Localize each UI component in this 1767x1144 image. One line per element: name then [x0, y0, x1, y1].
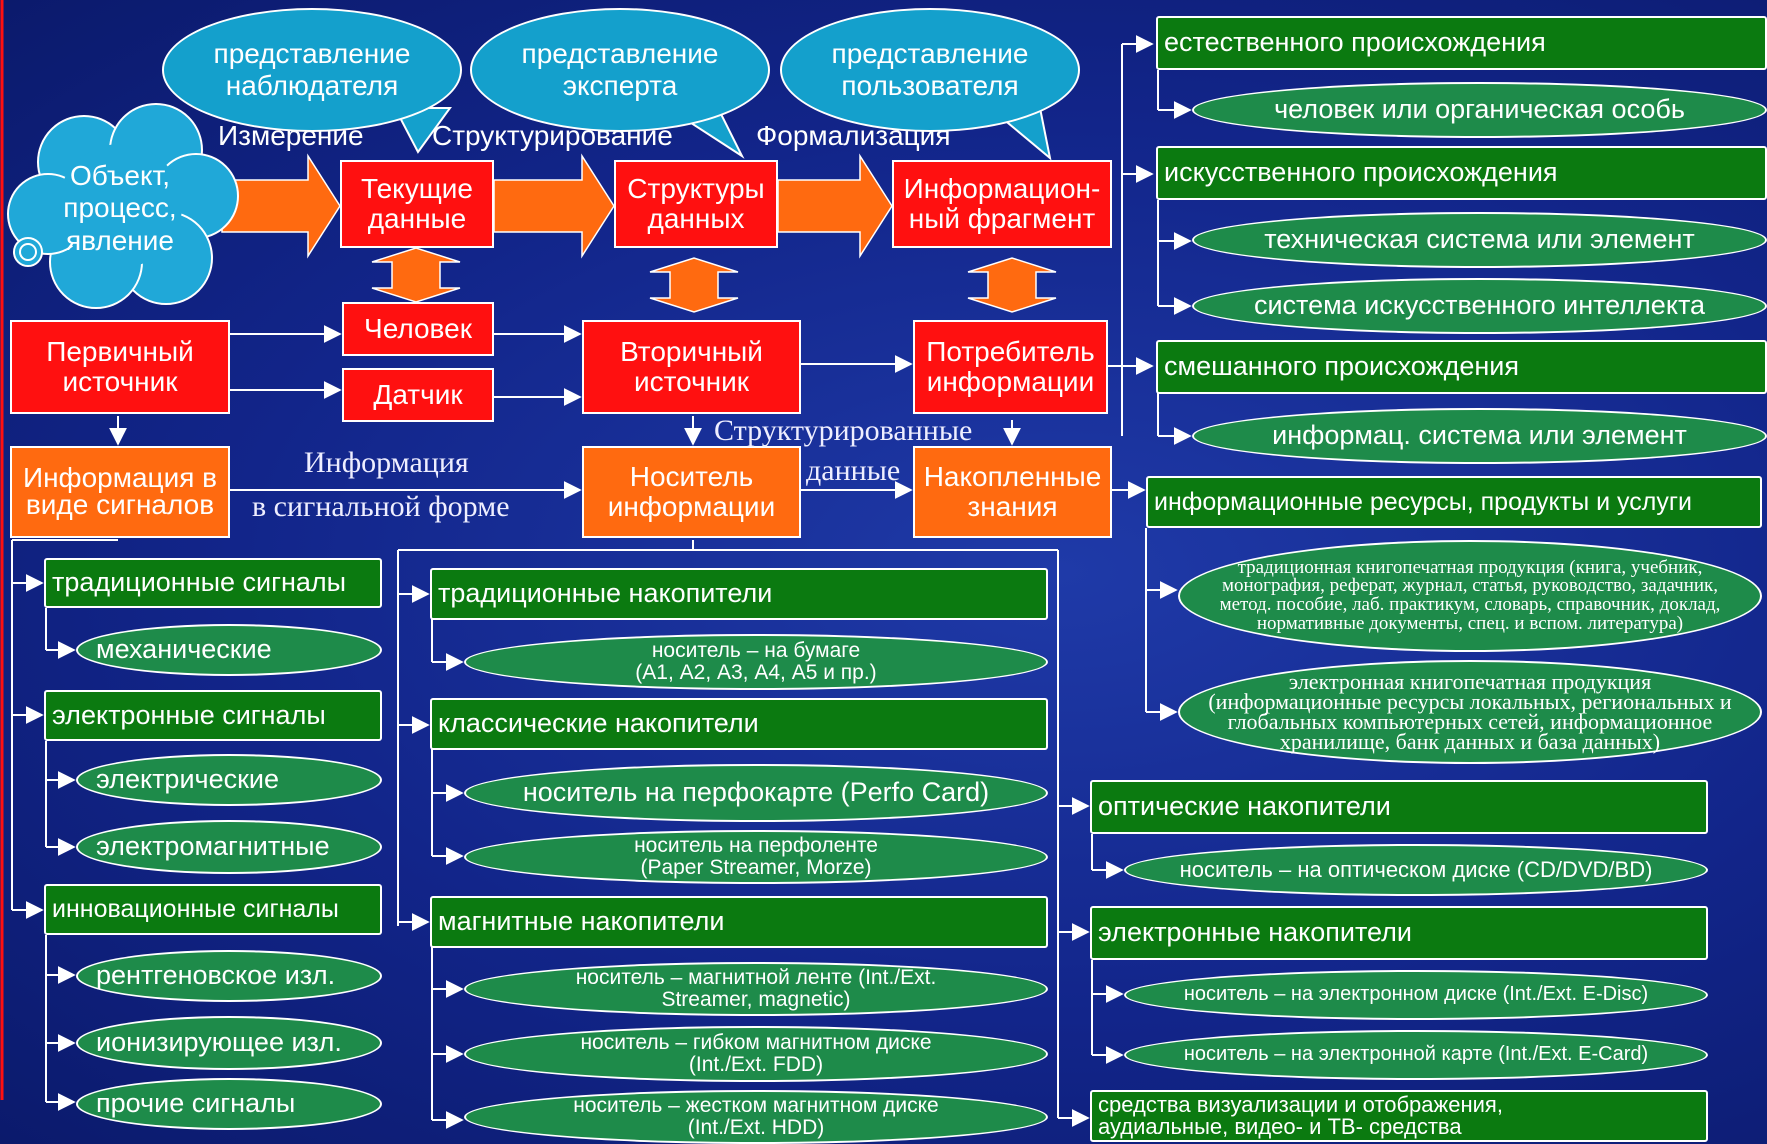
traditional-print-item: традиционная книгопечатная продукция (кн…: [1178, 540, 1762, 652]
carrier-box: Носитель информации: [582, 446, 801, 538]
visualization-line-2: аудиальные, видео- и ТВ- средства: [1098, 1114, 1462, 1139]
optical-storage-box: оптические накопители: [1090, 780, 1708, 834]
traditional-storage-box: традиционные накопители: [430, 568, 1048, 620]
knowledge-box: Накопленные знания: [913, 446, 1112, 538]
hdd-storage-item: носитель – жестком магнитном диске (Int.…: [464, 1090, 1048, 1144]
signal-form-label-2: в сигнальной форме: [252, 490, 510, 523]
resources-box: информационные ресурсы, продукты и услуг…: [1146, 476, 1762, 528]
structuring-label: Структурирование: [432, 120, 673, 151]
paper-storage-line-1: носитель – на бумаге: [651, 638, 861, 662]
current-data-box: Текущие данные: [340, 160, 494, 248]
natural-origin-box: естественного происхождения: [1156, 16, 1767, 70]
paper-storage-line-2: (А1, А2, А3, А4, А5 и пр.): [635, 661, 877, 684]
edisc-storage-item: носитель – на электронном диске (Int./Ex…: [1124, 970, 1708, 1020]
measurement-arrow: [221, 153, 341, 259]
electronic-signals-box: электронные сигналы: [44, 690, 382, 741]
tape-storage-item: носитель – магнитной ленте (Int./Ext. St…: [464, 962, 1048, 1016]
mixed-origin-box: смешанного происхождения: [1156, 340, 1767, 394]
fdd-storage-line-2: (Int./Ext. FDD): [688, 1053, 824, 1076]
perfotape-storage-line-1: носитель на перфоленте: [634, 833, 878, 857]
paper-storage-item: носитель – на бумаге (А1, А2, А3, А4, А5…: [464, 634, 1048, 690]
measurement-label: Измерение: [218, 120, 364, 151]
sensor-box: Датчик: [342, 368, 494, 422]
ecard-storage-item: носитель – на электронной карте (Int./Ex…: [1124, 1030, 1708, 1080]
artificial-origin-item-1: техническая система или элемент: [1192, 212, 1767, 268]
hdd-storage-line-2: (Int./Ext. HDD): [687, 1116, 825, 1139]
mechanical-signals-item: механические: [76, 624, 382, 676]
ionizing-signals-item: ионизирующее изл.: [76, 1016, 382, 1070]
classic-storage-box: классические накопители: [430, 698, 1048, 750]
xray-signals-item: рентгеновское изл.: [76, 950, 382, 1002]
structured-label-1: Структурированные: [714, 414, 973, 447]
hdd-storage-line-1: носитель – жестком магнитном диске: [573, 1093, 939, 1117]
visualization-box: средства визуализации и отображения, ауд…: [1090, 1090, 1708, 1142]
consumer-box: Потребитель информации: [913, 320, 1108, 414]
innovative-signals-box: инновационные сигналы: [44, 884, 382, 935]
signal-info-box: Информация в виде сигналов: [10, 446, 230, 538]
object-cloud-label: Объект, процесс, явление: [63, 160, 177, 256]
artificial-origin-box: искусственного происхождения: [1156, 146, 1767, 200]
tape-storage-line-2: Streamer, magnetic): [661, 988, 851, 1011]
current-data-human-arrow: [371, 247, 461, 303]
perfocard-storage-item: носитель на перфокарте (Perfo Card): [464, 764, 1048, 822]
fdd-storage-item: носитель – гибком магнитном диске (Int./…: [464, 1026, 1048, 1082]
human-box: Человек: [342, 302, 494, 356]
visualization-line-1: средства визуализации и отображения,: [1098, 1092, 1503, 1117]
electronic-storage-box: электронные накопители: [1090, 906, 1708, 960]
tape-storage-line-1: носитель – магнитной ленте (Int./Ext.: [575, 965, 937, 989]
signal-form-label-1: Информация: [304, 446, 469, 479]
other-signals-item: прочие сигналы: [76, 1078, 382, 1130]
formalization-arrow: [777, 153, 893, 259]
secondary-source-box: Вторичный источник: [582, 320, 801, 414]
natural-origin-item: человек или органическая особь: [1192, 82, 1767, 138]
electronic-print-item: электронная книгопечатная продукция (инф…: [1178, 660, 1762, 764]
mixed-origin-item: информац. система или элемент: [1192, 408, 1767, 464]
electromagnetic-signals-item: электромагнитные: [76, 820, 382, 874]
data-structures-box: Структуры данных: [614, 160, 778, 248]
perfotape-storage-line-2: (Paper Streamer, Morze): [640, 856, 872, 879]
artificial-origin-item-2: система искусственного интеллекта: [1192, 278, 1767, 334]
info-fragment-box: Информацион-ный фрагмент: [892, 160, 1112, 248]
perfotape-storage-item: носитель на перфоленте (Paper Streamer, …: [464, 830, 1048, 884]
magnetic-storage-box: магнитные накопители: [430, 896, 1048, 948]
structured-label-2: данные: [806, 454, 901, 487]
formalization-label: Формализация: [756, 120, 951, 151]
fragment-consumer-arrow: [967, 257, 1057, 313]
user-view-bubble: представление пользователя: [780, 8, 1080, 132]
electric-signals-item: электрические: [76, 754, 382, 806]
observer-view-bubble: представление наблюдателя: [162, 8, 462, 132]
cloud-shape: [7, 103, 239, 309]
primary-source-box: Первичный источник: [10, 320, 230, 414]
fdd-storage-line-1: носитель – гибком магнитном диске: [580, 1030, 932, 1054]
structuring-arrow: [493, 153, 615, 259]
optical-storage-item: носитель – на оптическом диске (CD/DVD/B…: [1124, 844, 1708, 896]
expert-view-bubble: представление эксперта: [470, 8, 770, 132]
traditional-signals-box: традиционные сигналы: [44, 558, 382, 608]
structures-secondary-arrow: [649, 257, 739, 313]
